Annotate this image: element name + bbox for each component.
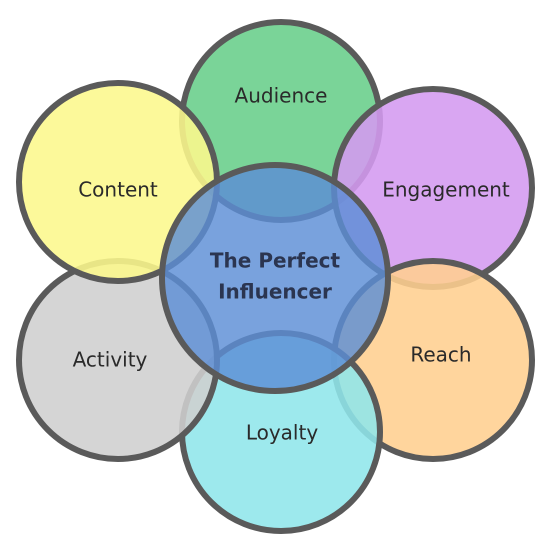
petal-label-content: Content [78, 178, 158, 202]
center-title-line-1: The Perfect [210, 249, 341, 273]
center-title-line-2: Influencer [218, 280, 332, 304]
petal-label-engagement: Engagement [382, 178, 510, 202]
center-circle [159, 162, 391, 394]
petal-label-reach: Reach [410, 343, 471, 367]
petal-label-audience: Audience [235, 84, 328, 108]
petal-label-loyalty: Loyalty [246, 421, 319, 445]
petal-label-activity: Activity [73, 348, 148, 372]
